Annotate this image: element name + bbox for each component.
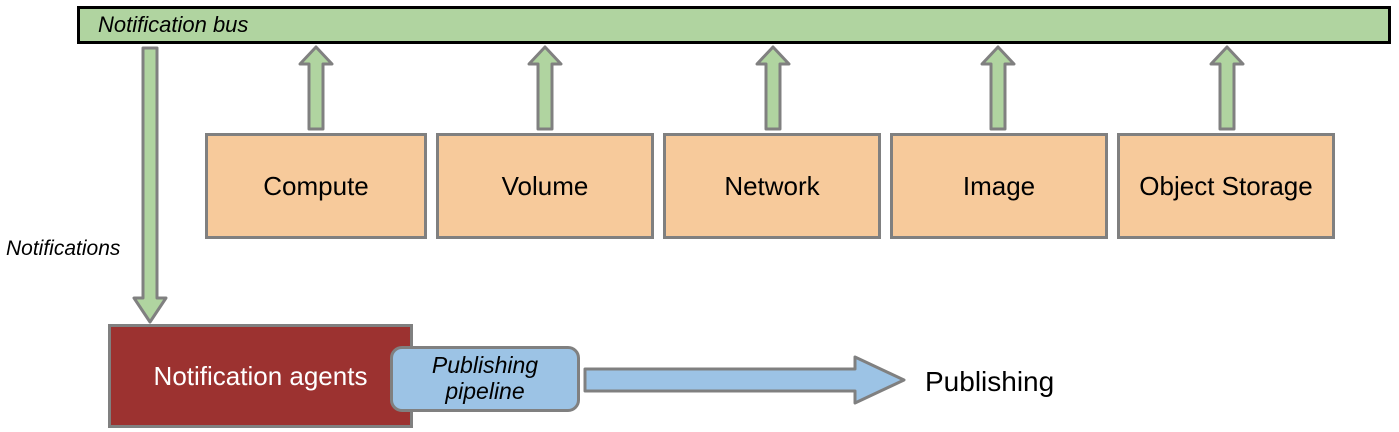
service-box-image: Image — [890, 133, 1108, 239]
service-label-image: Image — [962, 170, 1036, 201]
publishing-label: Publishing — [925, 366, 1055, 397]
compute-to-bus-arrow — [298, 45, 334, 131]
notification-bus-label: Notification bus — [98, 12, 249, 37]
service-label-compute: Compute — [263, 170, 369, 201]
publishing-pipeline-label-line2: pipeline — [445, 378, 525, 404]
notification-agents-box: Notification agents — [108, 324, 413, 428]
service-label-network: Network — [724, 170, 820, 201]
network-to-bus-arrow — [755, 45, 791, 131]
object-storage-to-bus-arrow — [1209, 45, 1245, 131]
notification-agents-label: Notification agents — [153, 360, 368, 391]
image-to-bus-arrow — [980, 45, 1016, 131]
service-box-compute: Compute — [205, 133, 427, 239]
volume-to-bus-arrow — [527, 45, 563, 131]
service-label-object-storage: Object Storage — [1139, 170, 1313, 201]
publishing-right-arrow — [583, 355, 906, 405]
publishing-pipeline-label-line1: Publishing — [431, 352, 539, 379]
notification-bus-bar: Notification bus — [77, 6, 1391, 44]
service-box-object-storage: Object Storage — [1117, 133, 1335, 239]
service-box-network: Network — [663, 133, 881, 239]
service-box-volume: Volume — [436, 133, 654, 239]
notifications-down-arrow — [131, 46, 169, 324]
notifications-arrow-label: Notifications — [6, 237, 121, 260]
service-label-volume: Volume — [501, 170, 589, 201]
